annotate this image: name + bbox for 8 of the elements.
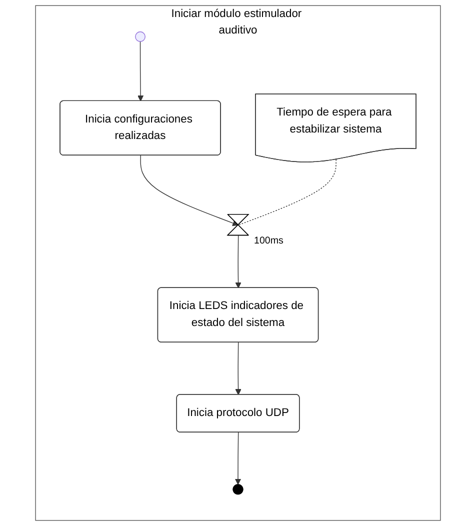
- duration-label: 100ms: [254, 236, 284, 247]
- arrow: [140, 155, 239, 226]
- arrow: [138, 41, 144, 102]
- node-circle: [135, 31, 146, 42]
- arrow: [235, 342, 242, 396]
- arrow: [234, 432, 242, 485]
- connector: [238, 159, 336, 226]
- arrow: [235, 235, 242, 288]
